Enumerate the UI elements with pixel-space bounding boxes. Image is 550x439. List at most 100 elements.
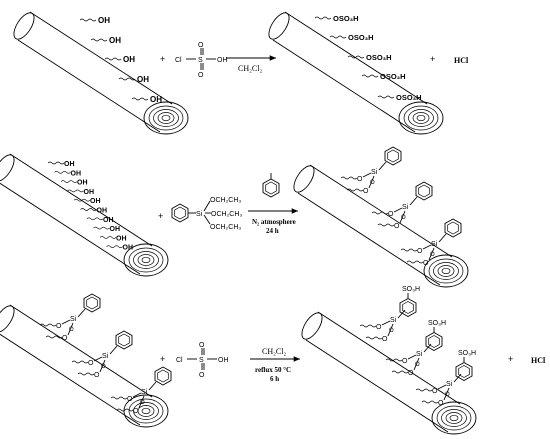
sulfonic-label: OSO₃H (348, 33, 374, 42)
oxygen-atom: O (140, 400, 145, 406)
oxygen-atom: O (101, 364, 106, 370)
phenyl-ring (444, 218, 462, 238)
hydroxyl-label: OH (97, 208, 108, 215)
toluene: toluene (262, 173, 280, 198)
silicon-atom: Si (371, 169, 378, 176)
linkage-bond (106, 245, 123, 249)
silicon-atom: Si (390, 317, 397, 324)
linkage-bond (314, 16, 332, 20)
phenyl-ring (384, 146, 402, 166)
sulfonic-groups: OSO₃H OSO₃H OSO₃H OSO₃H OSO₃H (314, 14, 422, 102)
solvent-label: CH₂Cl₂ (238, 64, 262, 73)
oxygen-atom: O (357, 176, 363, 183)
oxygen-atom: O (415, 362, 420, 368)
svg-text:O: O (198, 42, 204, 49)
sulfonic-label: OSO₃H (380, 72, 406, 81)
svg-text:OCH₂CH₃: OCH₂CH₃ (210, 197, 241, 204)
phenyl-ring (455, 362, 473, 381)
plus-sign: + (158, 211, 163, 221)
linkage-bond (421, 400, 439, 404)
hydroxyl-label: OH (123, 55, 135, 64)
byproduct-hcl: HCl (454, 56, 469, 65)
oxygen-atom: O (394, 223, 400, 230)
silylated-cylinder (289, 162, 469, 288)
phenyl-ring (115, 330, 133, 350)
hydroxyl-label: OH (84, 189, 95, 196)
hydroxyl-label: OH (90, 198, 101, 205)
silicon-atom: Si (446, 381, 453, 388)
oxygen-atom: O (408, 370, 414, 377)
linkage-bond (415, 388, 433, 392)
phenyl-ring (399, 298, 417, 317)
sulfonic-label: OSO₃H (396, 93, 422, 102)
sulfonated-cylinder (264, 9, 444, 135)
oxygen-atom: O (370, 180, 375, 186)
svg-text:O: O (199, 342, 205, 349)
hydroxyl-label: OH (64, 161, 75, 168)
plus-sign: + (160, 354, 165, 364)
svg-text:S: S (198, 57, 203, 64)
linkage-bond (110, 396, 128, 400)
oxygen-atom: O (423, 260, 429, 267)
linkage-bond (47, 161, 65, 165)
linkage-bond (86, 217, 104, 221)
oxygen-atom: O (430, 252, 435, 258)
chlorosulfonic-acid: Cl S O O OH (176, 342, 229, 379)
plus-sign: + (160, 54, 165, 64)
linkage-bond (67, 189, 84, 193)
oxygen-atom: O (389, 328, 394, 334)
linkage-bond (90, 38, 108, 42)
linkage-bond (340, 176, 358, 180)
condition-reflux: reflux 50 °C (255, 366, 291, 374)
linkage-bond (77, 372, 95, 376)
hydroxyl-label: OH (71, 170, 82, 177)
linkage-bond (104, 57, 122, 61)
sulfonic-label: OSO₃H (333, 14, 359, 23)
svg-text:O: O (199, 372, 205, 379)
solvent-label: CH₂Cl₂ (262, 347, 286, 356)
sulfonic-label: OSO₃H (366, 53, 392, 62)
oxygen-atom: O (62, 335, 68, 342)
plus-sign: + (508, 354, 513, 364)
oxygen-atom: O (376, 324, 382, 331)
silicon-atom: Si (402, 204, 409, 211)
hydroxyl-label: OH (98, 16, 110, 25)
linkage-bond (371, 211, 389, 215)
hydroxyl-label: OH (103, 217, 114, 224)
silicon-atom: Si (141, 389, 148, 396)
linkage-bond (359, 324, 377, 328)
svg-text:Cl: Cl (175, 57, 182, 64)
nanotube-cylinder (0, 151, 169, 277)
hydroxyl-label: OH (77, 180, 88, 187)
oxygen-atom: O (94, 372, 100, 379)
silicon-atom: Si (102, 353, 109, 360)
oxygen-atom: O (438, 400, 444, 407)
phenyltriethoxysilane: Si OCH₂CH₃ OCH₂CH₃ OCH₂CH₃ (171, 197, 242, 231)
svg-text:OCH₂CH₃: OCH₂CH₃ (210, 224, 241, 231)
linkage-bond (377, 223, 395, 227)
linkage-bond (400, 248, 418, 252)
linkage-bond (385, 358, 403, 362)
oxygen-atom: O (69, 327, 74, 333)
hydroxyl-label: OH (110, 226, 121, 233)
phenyl-ring (83, 293, 101, 313)
linkage-bond (131, 97, 149, 101)
silicon-atom: Si (431, 241, 438, 248)
sulfonated-silylated-cylinder (297, 309, 477, 435)
svg-text:OCH₂CH₃: OCH₂CH₃ (211, 211, 242, 218)
oxygen-atom: O (127, 396, 133, 403)
condition-n2: N₂ atmosphere (252, 218, 296, 226)
plus-sign: + (430, 54, 435, 64)
phenyl-ring (415, 181, 433, 201)
oxygen-atom: O (382, 336, 388, 343)
phenyl-ring (154, 366, 172, 386)
linkage-bond (99, 235, 117, 239)
hydroxyl-label: OH (123, 245, 134, 252)
sulfonic-label: SO₃H (458, 350, 476, 357)
